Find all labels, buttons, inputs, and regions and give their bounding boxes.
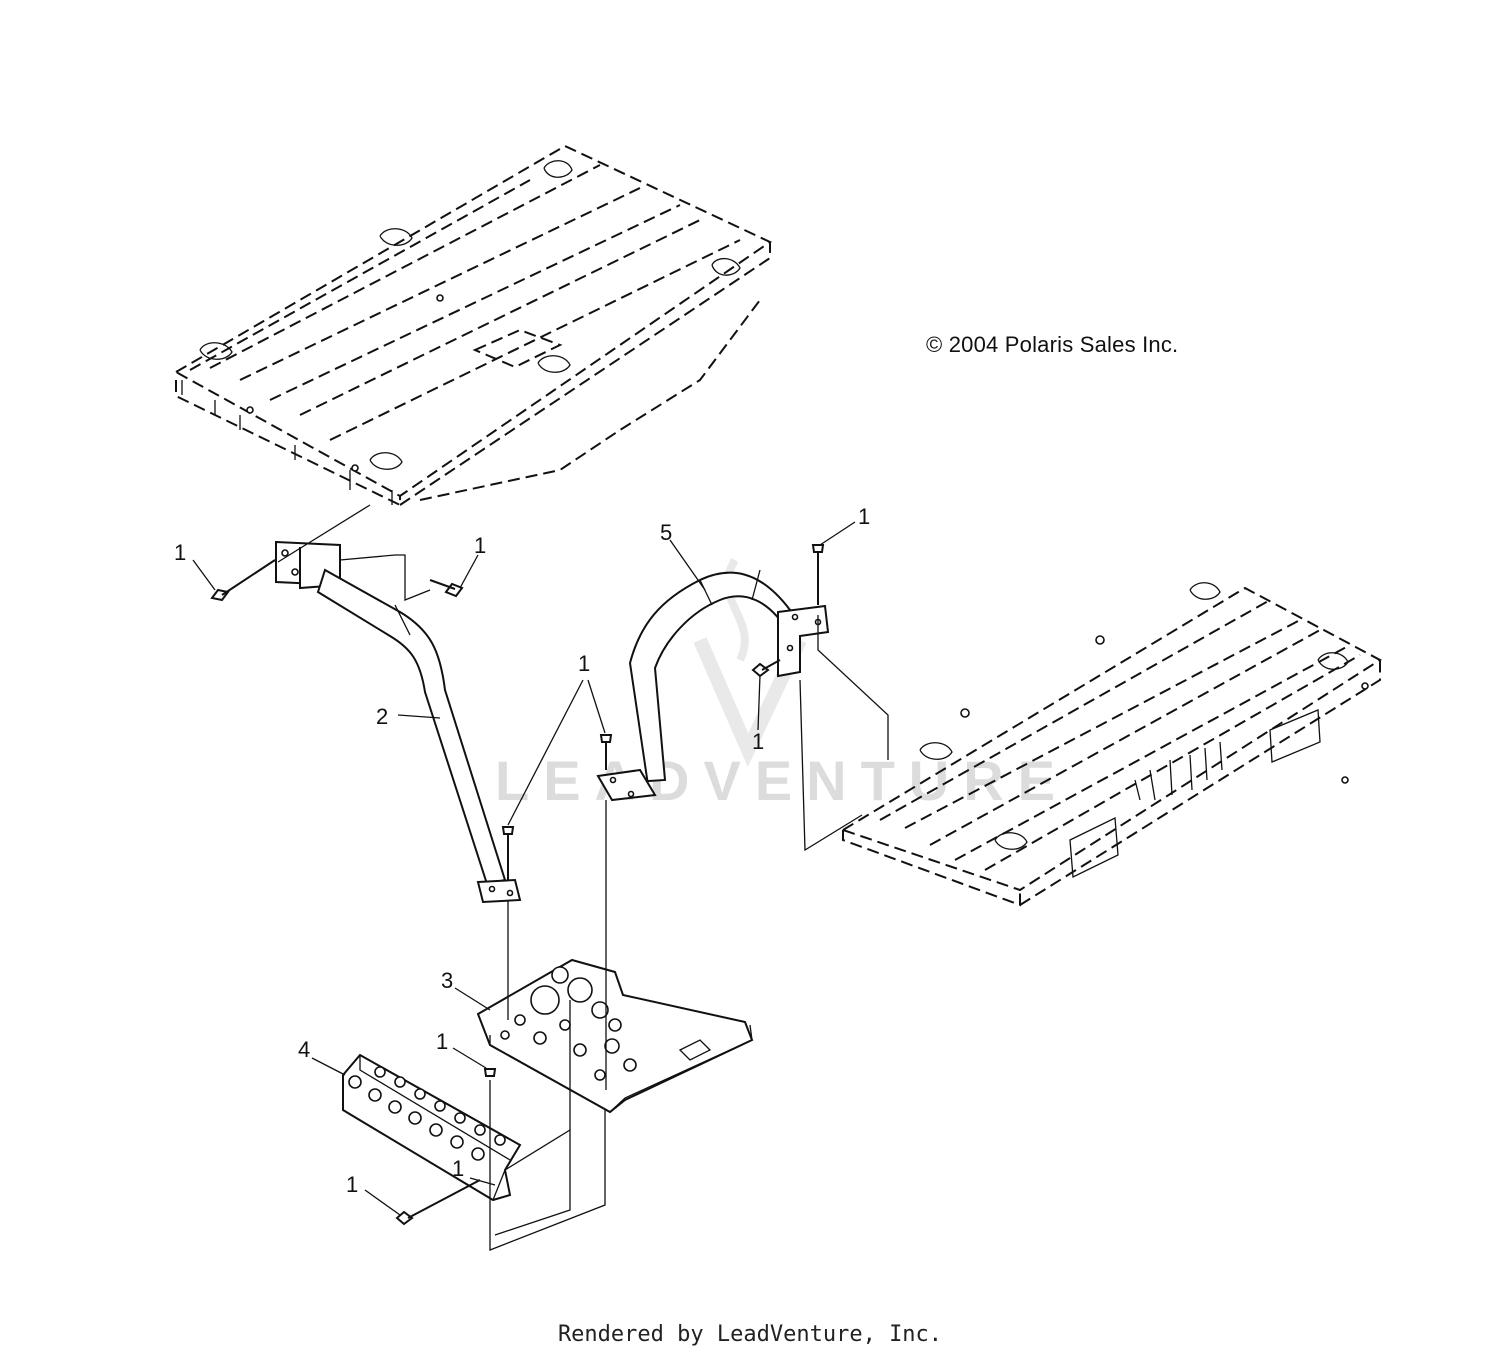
bolt-icon	[483, 1068, 497, 1077]
footrest-plate	[476, 958, 754, 1114]
bolt-icon	[751, 659, 781, 678]
bolt-icon	[599, 734, 613, 770]
watermark-text: LEADVENTURE	[495, 749, 1069, 812]
bolt-icon	[395, 1179, 481, 1226]
callout-label: 1	[474, 533, 486, 558]
callout-label: 4	[298, 1037, 310, 1062]
left-grab-bar	[275, 540, 522, 904]
callout-label: 1	[858, 504, 870, 529]
upper-rack-frame	[173, 144, 773, 507]
copyright-notice: © 2004 Polaris Sales Inc.	[926, 332, 1179, 357]
callout-label: 1	[578, 651, 590, 676]
bolt-icon	[429, 579, 464, 598]
step-plate	[342, 1053, 522, 1202]
assembly-lines	[192, 504, 889, 1251]
right-grab-bar	[596, 569, 830, 802]
callout-label: 1	[452, 1156, 464, 1181]
bolt-icon	[811, 544, 825, 605]
right-rack-frame	[840, 582, 1382, 907]
bolt-icon	[210, 559, 276, 602]
bolt-icon	[501, 826, 515, 880]
callout-label: 1	[346, 1172, 358, 1197]
callout-label: 1	[174, 540, 186, 565]
callout-label: 3	[441, 968, 453, 993]
callout-label: 1	[752, 729, 764, 754]
callout-label: 5	[660, 520, 672, 545]
callout-label: 1	[436, 1029, 448, 1054]
footer-credit: Rendered by LeadVenture, Inc.	[557, 1322, 943, 1347]
callout-label: 2	[376, 704, 388, 729]
